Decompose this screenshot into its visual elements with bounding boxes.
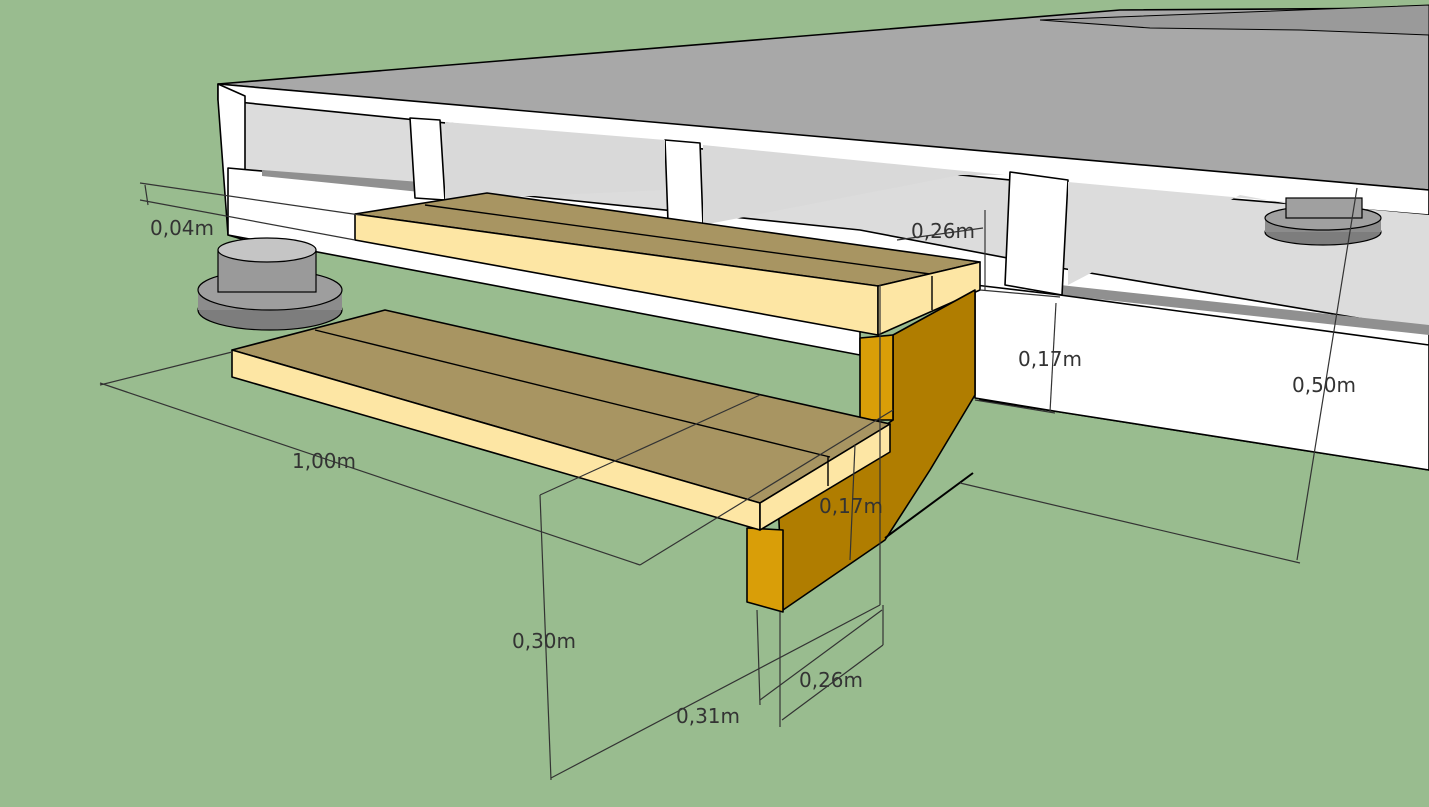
deck-sill-right	[1060, 285, 1429, 335]
deck-back-rail	[1039, 4, 1429, 36]
deck-sill-left	[262, 170, 420, 192]
deck-post-3	[1004, 171, 1069, 296]
lower-tread-end-edge	[759, 423, 891, 531]
dimension-step-rise-lower: 0,17m	[819, 494, 883, 518]
dimension-deck-height: 0,50m	[1292, 373, 1356, 397]
dimension-lines	[99, 182, 1358, 781]
deck-right-front-beam	[974, 284, 1429, 471]
dimension-tread-depth-top: 0,26m	[911, 219, 975, 243]
stringer-front-face-upper	[859, 334, 894, 421]
deck-inner-panel-1	[445, 122, 665, 200]
dimension-tread-depth-bottom: 0,26m	[799, 668, 863, 692]
stringer-ground-line	[884, 472, 974, 539]
deck-inner-panel-2	[703, 145, 1005, 225]
dimension-step-rise-upper: 0,17m	[1018, 347, 1082, 371]
dimension-stringer-height: 0,30m	[512, 629, 576, 653]
dimension-stair-width: 1,00m	[292, 449, 356, 473]
deck-post-2	[664, 139, 704, 226]
lower-tread-gap	[314, 329, 831, 458]
dimension-stringer-depth: 0,31m	[676, 704, 740, 728]
dimension-board-thickness: 0,04m	[150, 216, 214, 240]
support-pad-left	[197, 237, 343, 331]
stringer-front-face-lower	[746, 527, 784, 613]
stair-assembly	[231, 192, 981, 613]
deck-post-1	[409, 117, 446, 201]
upper-tread-gap	[424, 204, 931, 275]
support-pad-right	[1264, 197, 1382, 246]
